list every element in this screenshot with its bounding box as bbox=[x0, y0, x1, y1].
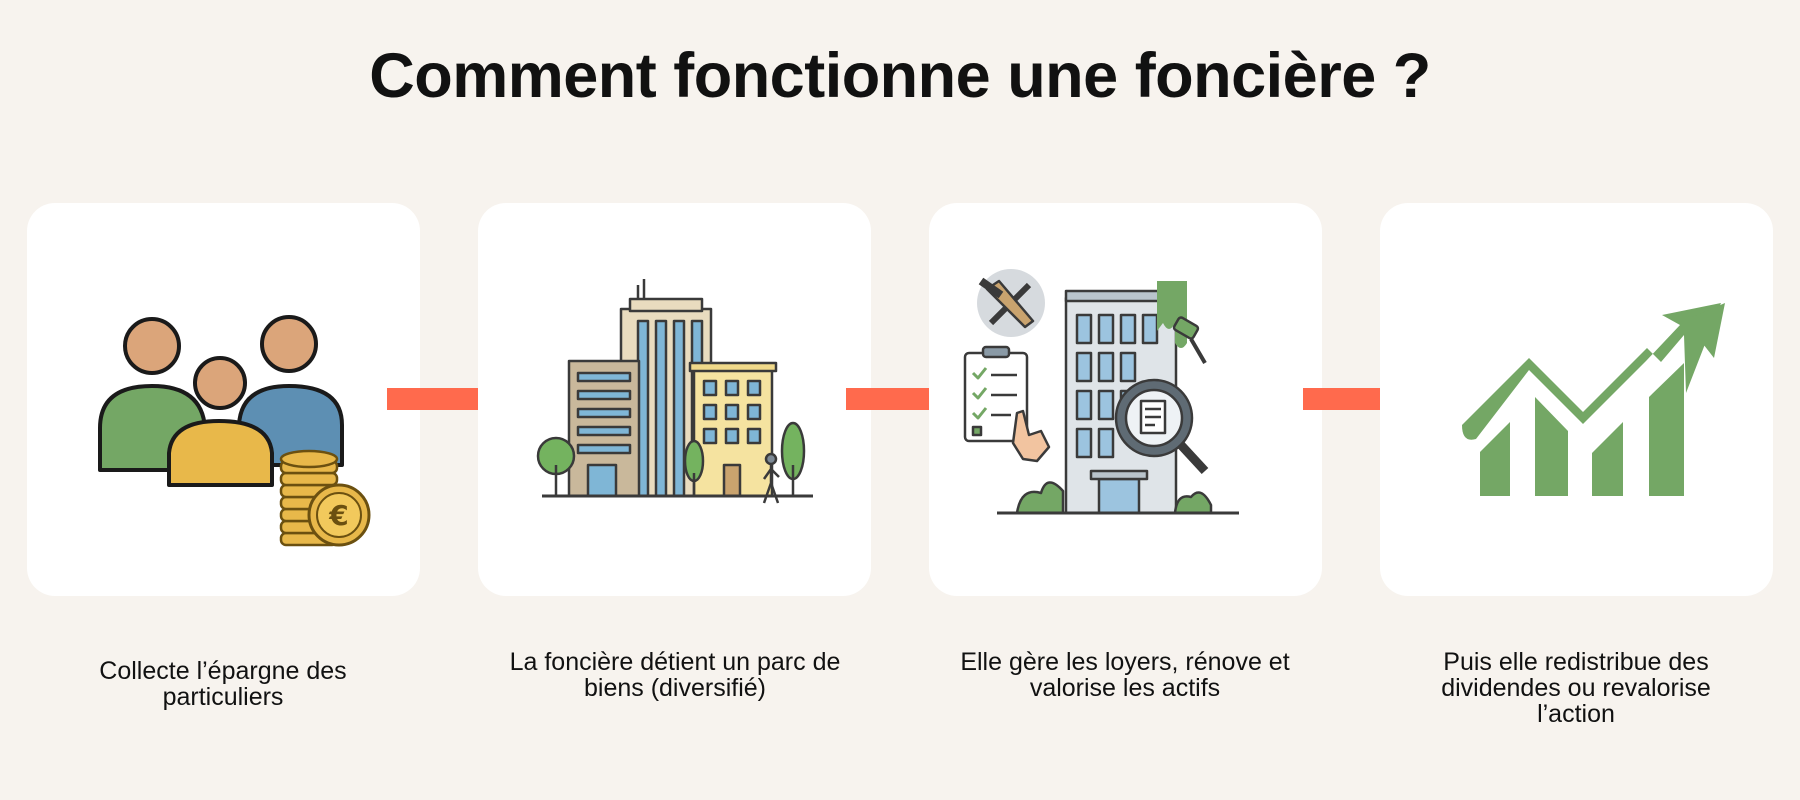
step-caption-management: Elle gère les loyers, rénove et valorise… bbox=[960, 648, 1290, 702]
growth-chart-icon bbox=[1462, 303, 1725, 496]
step-caption-portfolio: La foncière détient un parc de biens (di… bbox=[509, 648, 841, 702]
euro-symbol: € bbox=[328, 499, 348, 532]
step-card-growth bbox=[1380, 203, 1773, 596]
step-card-portfolio bbox=[478, 203, 871, 596]
page-title: Comment fonctionne une foncière ? bbox=[369, 41, 1431, 111]
property-management-icon bbox=[963, 269, 1239, 515]
step-caption-collect: Collecte l’épargne des particuliers bbox=[99, 657, 347, 711]
flow-arrow-1 bbox=[387, 374, 508, 424]
flow-arrow-2 bbox=[846, 374, 967, 424]
flow-arrow-3 bbox=[1303, 374, 1424, 424]
buildings-portfolio-icon bbox=[536, 279, 813, 504]
step-caption-growth: Puis elle redistribue des dividendes ou … bbox=[1441, 648, 1711, 728]
people-savings-icon: € bbox=[98, 315, 371, 547]
step-card-management bbox=[929, 203, 1322, 596]
step-card-collect: € bbox=[27, 203, 420, 596]
